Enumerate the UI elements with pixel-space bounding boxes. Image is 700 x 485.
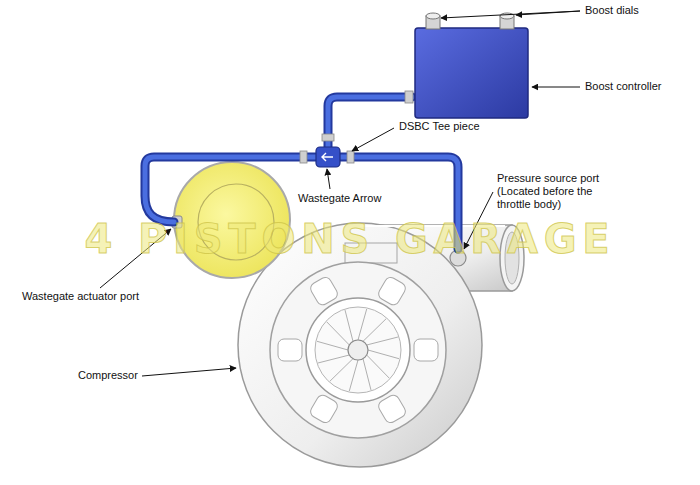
wheel-blade	[367, 337, 398, 345]
wheel-blade	[358, 309, 367, 340]
part-label: Boost controller	[585, 80, 661, 93]
wheel-blade	[363, 359, 371, 390]
part-label: Compressor	[78, 369, 138, 382]
inlet-slot	[308, 275, 339, 307]
wheel-blade	[327, 322, 350, 345]
tee-piece-part	[300, 151, 307, 163]
inlet-slot	[376, 393, 407, 425]
leader-lines-part	[516, 11, 580, 15]
compressor-wheel-part	[270, 262, 446, 438]
compressor-wheel	[270, 262, 446, 438]
part-label: Wastegate Arrow	[298, 192, 381, 205]
inlet-slot	[376, 275, 407, 307]
compressor-wheel-part	[306, 298, 410, 402]
tee-piece-part	[322, 134, 334, 141]
leader-lines-part	[142, 368, 236, 376]
wheel-blade	[349, 360, 358, 391]
boost-controller-part	[500, 13, 514, 19]
watermark: 4 PISTONS GARAGE	[85, 216, 616, 262]
wheel-blade	[318, 355, 349, 363]
wheel-blade	[317, 341, 348, 350]
wheel-blades	[317, 309, 399, 391]
wheel-blade	[368, 350, 399, 359]
part-label: Wastegate actuator port	[22, 290, 139, 303]
vacuum-hoses-part	[145, 157, 318, 222]
inlet-slot	[414, 339, 438, 361]
leader-lines-part	[327, 169, 330, 189]
part-label: Pressure source port (Located before the…	[497, 172, 609, 211]
wheel-blade	[330, 359, 353, 382]
compressor-wheel-part	[315, 307, 401, 393]
part-label: Boost dials	[585, 4, 639, 17]
tee-piece-part	[316, 147, 340, 167]
boost-controller-part	[415, 28, 528, 118]
inlet-slot	[308, 393, 339, 425]
tee-piece-part	[322, 153, 333, 161]
wheel-blade	[363, 319, 386, 342]
tee-piece-part	[405, 91, 413, 103]
tee-piece	[300, 91, 413, 167]
leader-lines-part	[441, 11, 580, 18]
tee-piece-part	[347, 151, 354, 163]
wheel-blade	[345, 310, 353, 341]
boost-controller	[415, 13, 528, 118]
wheel-blade	[367, 355, 390, 378]
inlet-slots	[278, 275, 438, 425]
vacuum-hoses-part	[145, 157, 318, 222]
leader-lines-part	[532, 87, 580, 88]
boost-controller-part	[426, 13, 440, 19]
leader-lines-part	[352, 128, 394, 151]
compressor-wheel-part	[348, 340, 368, 360]
part-label: DSBC Tee piece	[399, 120, 480, 133]
inlet-slot	[278, 339, 302, 361]
